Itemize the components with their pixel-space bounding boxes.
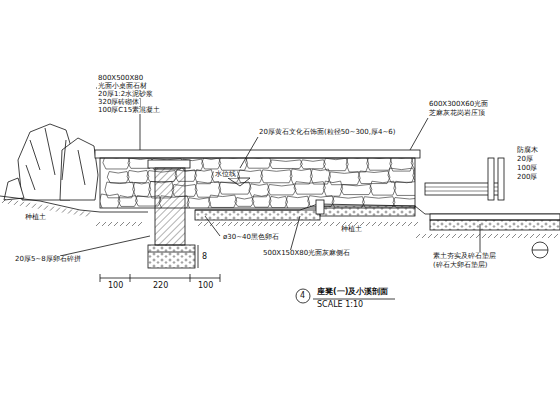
material-note: 光面小桌面石材 [97, 83, 148, 90]
material-note: 水位线 [214, 171, 237, 178]
dimension-number: 100 [197, 282, 214, 290]
material-note: 素土夯实及碎石垫层 [432, 253, 497, 260]
material-note: (碎石大卵石垫层) [432, 262, 488, 269]
material-note: 320厚砖砌体 [97, 99, 140, 106]
dimension-number: 220 [152, 282, 169, 290]
material-note: 600X300X60光面 [428, 101, 489, 108]
material-note: 芝麻灰花岗岩压顶 [428, 110, 486, 117]
material-note: 800X500X80 [97, 75, 144, 82]
material-note: 20厚 [516, 156, 534, 163]
dimension-number: 4 [299, 292, 306, 300]
material-note: 20厚黄石文化石饰面(粒径50~300,厚4~6) [258, 129, 397, 136]
material-note: 100厚 [516, 165, 538, 172]
material-note: 20厚1:2水泥砂浆 [97, 91, 154, 98]
dimension-number: 8 [201, 253, 208, 261]
material-note: 200厚 [516, 174, 538, 181]
material-note: 20厚5~8厚卵石碎拼 [14, 256, 82, 263]
material-note: 种植土 [340, 226, 363, 233]
material-note: 500X150X80光面灰麻侧石 [262, 250, 351, 257]
dimension-number: 100 [107, 282, 124, 290]
section-caption: 座凳(一)及小溪剖面 [316, 288, 389, 296]
material-note: 防腐木 [516, 147, 539, 154]
dimension-number: SCALE 1:10 [316, 301, 364, 309]
material-note: ø30~40黑色卵石 [222, 234, 280, 241]
material-note: 种植土 [24, 214, 47, 221]
material-note: 100厚C15素混凝土 [97, 107, 161, 114]
